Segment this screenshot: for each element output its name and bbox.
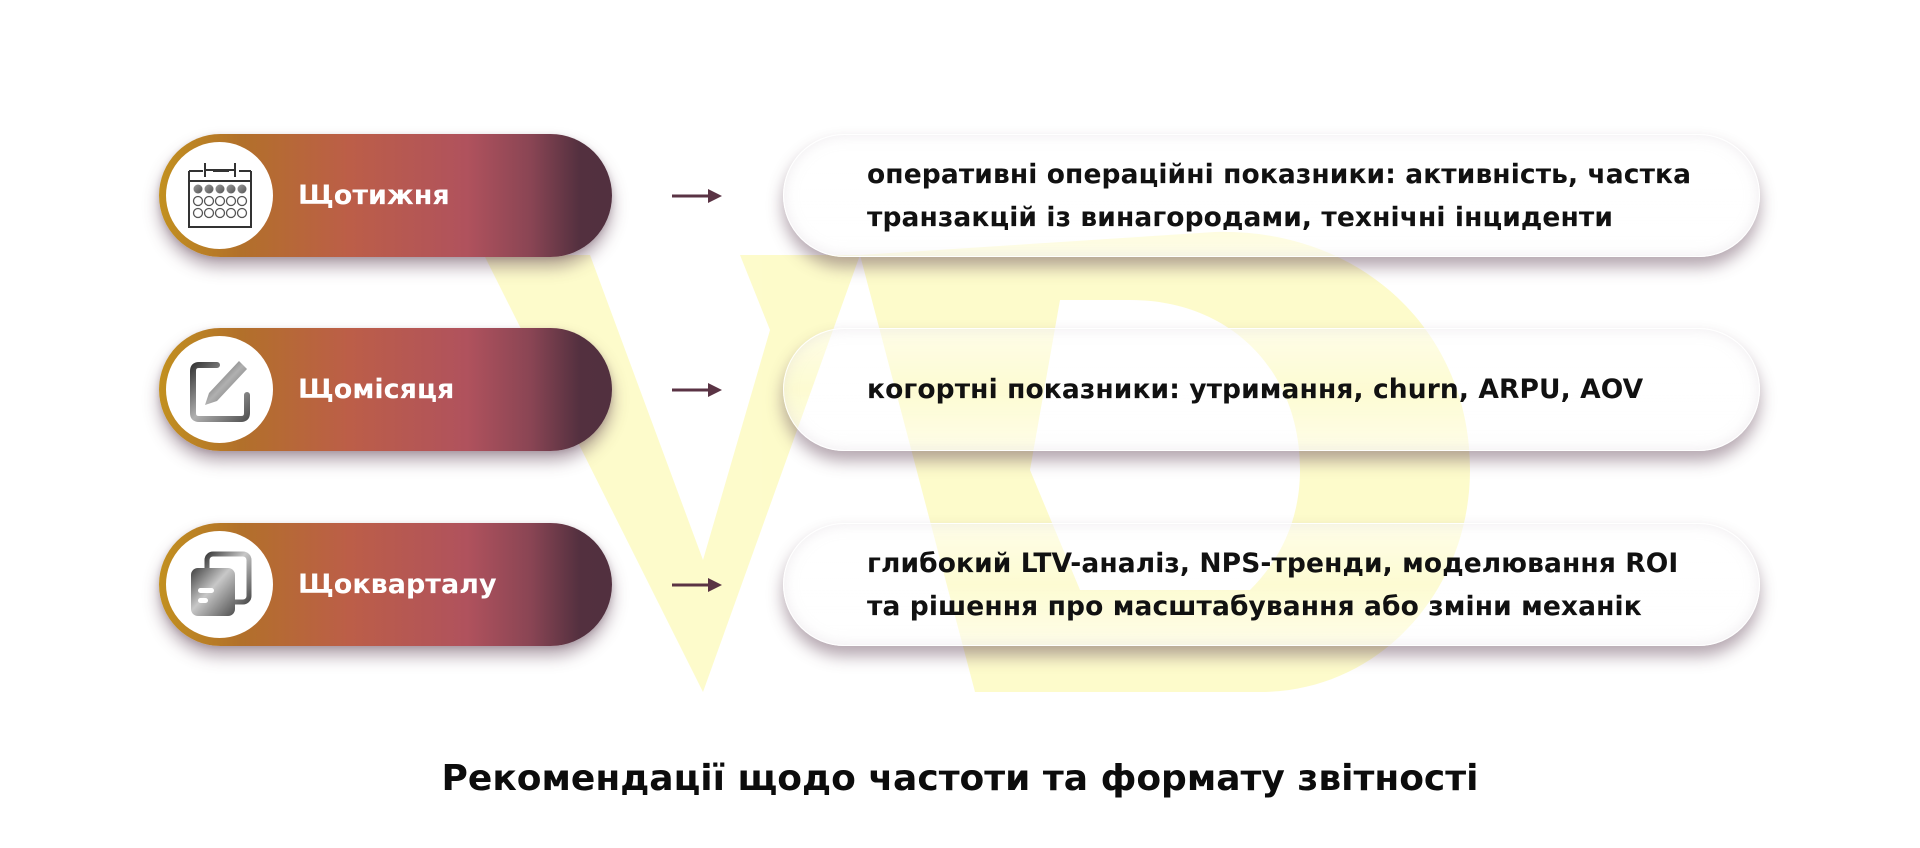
arrow-right-icon — [672, 578, 722, 592]
calendar-icon — [187, 162, 252, 228]
documents-copy-icon — [190, 551, 251, 616]
icon-circle — [166, 531, 273, 638]
frequency-pill-weekly: Щотижня — [159, 134, 612, 257]
diagram-title: Рекомендації щодо частоти та формату зві… — [441, 758, 1479, 799]
frequency-label: Щотижня — [298, 180, 450, 211]
description-text: оперативні операційні показники: активні… — [867, 158, 1692, 233]
edit-pencil-icon — [189, 360, 250, 422]
description-box-monthly: когортні показники: утримання, churn, AR… — [783, 328, 1760, 451]
frequency-label: Щомісяця — [298, 374, 455, 405]
row-monthly: Щомісяця когортні показники: утримання, … — [0, 328, 1920, 451]
description-box-weekly: оперативні операційні показники: активні… — [783, 134, 1760, 257]
icon-circle — [166, 336, 273, 443]
frequency-pill-quarterly: Щокварталу — [159, 523, 612, 646]
row-weekly: Щотижня оперативні операційні показники:… — [0, 134, 1920, 257]
frequency-label: Щокварталу — [298, 569, 497, 600]
icon-circle — [166, 142, 273, 249]
arrow-right-icon — [672, 189, 722, 203]
description-box-quarterly: глибокий LTV-аналіз, NPS-тренди, моделюв… — [783, 523, 1760, 646]
description-text: глибокий LTV-аналіз, NPS-тренди, моделюв… — [867, 547, 1679, 622]
description-text: когортні показники: утримання, churn, AR… — [867, 374, 1644, 405]
arrow-right-icon — [672, 383, 722, 397]
frequency-pill-monthly: Щомісяця — [159, 328, 612, 451]
row-quarterly: Щокварталу глибокий LTV-аналіз, NPS-трен… — [0, 523, 1920, 646]
